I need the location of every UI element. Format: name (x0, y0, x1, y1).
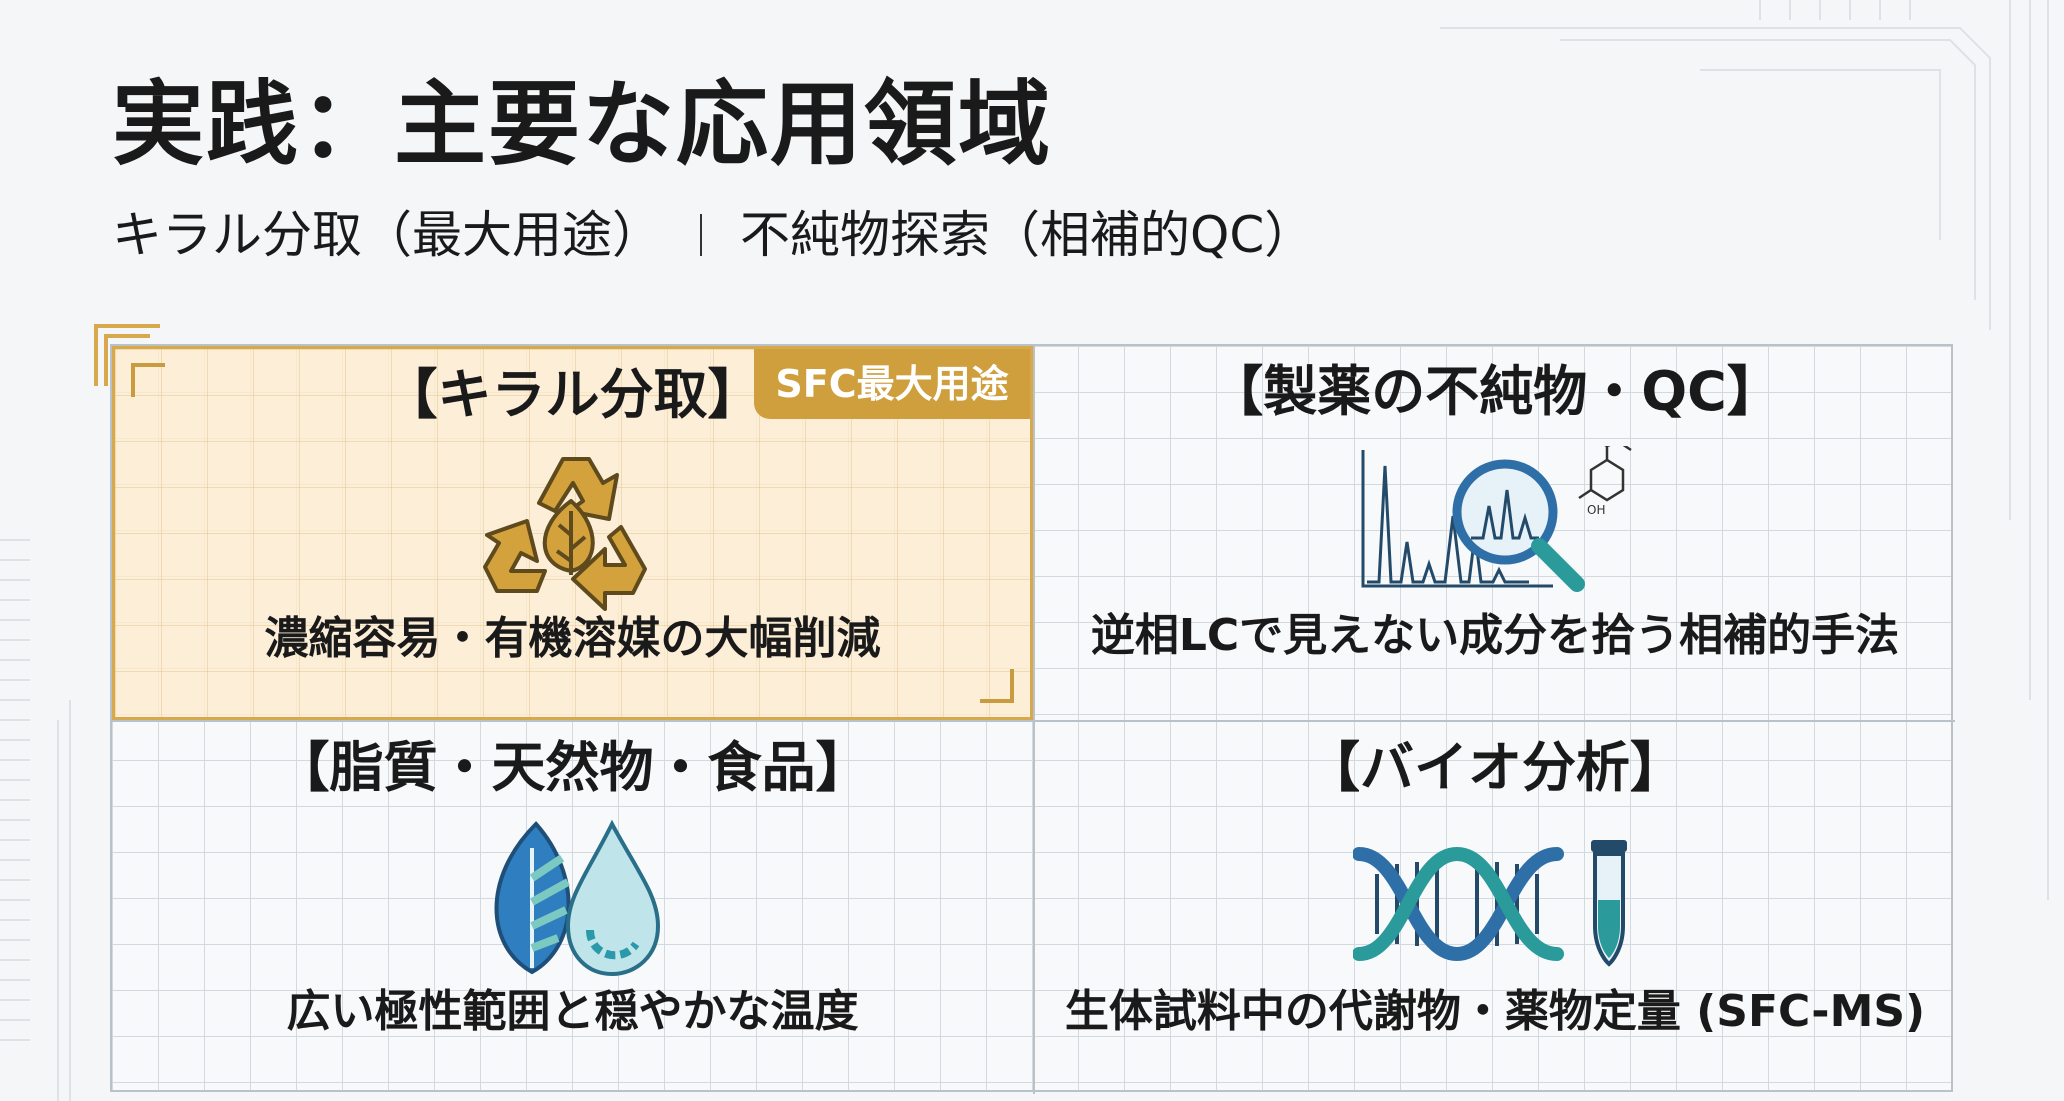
card-title: 【キラル分取】 (383, 363, 762, 426)
dna-tube-icon (1353, 840, 1627, 967)
card-description: 逆相LCで見えない成分を拾う相補的手法 (1090, 610, 1900, 661)
application-grid: SFC最大用途 【キラル分取】 濃縮容易・有機溶媒の大幅削減 【製薬の不純物・Q… (110, 344, 1955, 1094)
card-description: 広い極性範囲と穏やかな温度 (286, 986, 859, 1037)
corner-bracket (980, 669, 1014, 703)
sfc-top-use-badge: SFC最大用途 (754, 349, 1030, 419)
card-title: 【製薬の不純物・QC】 (1209, 360, 1781, 423)
card-lipids-food: 【脂質・天然物・食品】 広い極性範囲と穏やかな温度 (112, 720, 1033, 1094)
molecule-oh-label: OH (1587, 503, 1605, 517)
card-description: 濃縮容易・有機溶媒の大幅削減 (264, 613, 881, 664)
card-chiral-prep: SFC最大用途 【キラル分取】 濃縮容易・有機溶媒の大幅削減 (112, 346, 1033, 720)
subtitle-chiral: キラル分取（最大用途） (112, 206, 662, 264)
card-title: 【脂質・天然物・食品】 (275, 736, 870, 799)
chromatogram-magnifier-icon: OH (1361, 446, 1632, 592)
subtitle-separator (700, 214, 702, 256)
corner-bracket (131, 363, 165, 397)
card-pharma-qc: 【製薬の不純物・QC】 OH 逆相LCで見えない成分を拾う相補的手法 (1033, 346, 1955, 720)
page-title: 実践：主要な応用領域 (112, 71, 1053, 178)
card-description: 生体試料中の代謝物・薬物定量 (SFC-MS) (1064, 986, 1926, 1037)
recycle-leaf-icon (483, 457, 647, 611)
leaf-droplet-icon (494, 819, 661, 977)
subtitle-impurity: 不純物探索（相補的QC） (740, 206, 1315, 264)
card-title: 【バイオ分析】 (1306, 736, 1684, 799)
card-bioanalysis: 【バイオ分析】 生体試料中の代謝物・薬物定量 (SFC-MS) (1033, 720, 1955, 1094)
page-subtitle: キラル分取（最大用途） 不純物探索（相補的QC） (112, 205, 1314, 265)
